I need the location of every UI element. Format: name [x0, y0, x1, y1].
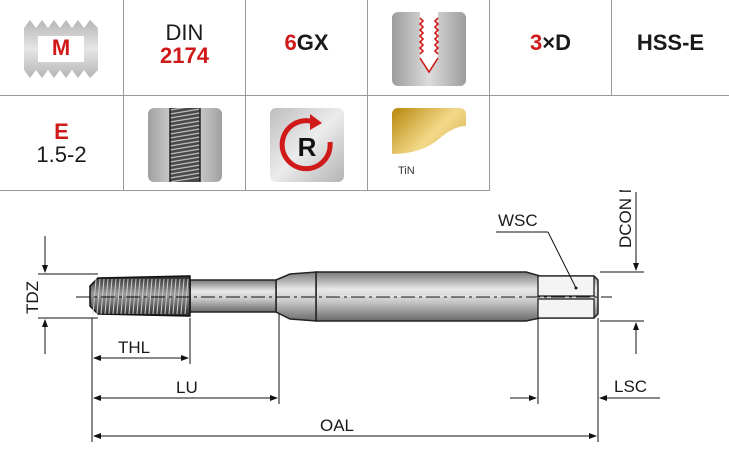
wsc-dimension: WSC	[496, 211, 578, 290]
hole-type-cell	[392, 12, 466, 86]
depth-unit: ×D	[542, 30, 571, 56]
tolerance-class: GX	[296, 30, 329, 56]
tolerance-number: 6	[284, 30, 297, 56]
rotation-letter: R	[298, 132, 317, 162]
dcon-label: DCON MS	[616, 190, 635, 248]
lsc-label: LSC	[614, 377, 647, 396]
oal-label: OAL	[320, 416, 354, 435]
dcon-dimension: DCON MS	[600, 190, 644, 354]
lu-dimension: LU	[93, 314, 280, 404]
grid-divider	[611, 0, 612, 95]
wsc-label: WSC	[498, 211, 538, 230]
thl-dimension: THL	[91, 318, 191, 442]
lu-label: LU	[176, 378, 198, 397]
lsc-dimension: LSC	[510, 318, 660, 404]
blind-hole-icon	[392, 12, 466, 86]
oal-dimension: OAL	[93, 318, 599, 442]
tdz-dimension: TDZ	[23, 236, 98, 354]
tin-coating-icon: TiN	[392, 108, 466, 182]
tap-drawing: TDZ THL LU OAL LSC WSC DCON MS	[23, 190, 660, 442]
standard-number: 2174	[160, 43, 209, 68]
depth-cell: 3×D	[490, 28, 611, 58]
thread-type-label: M	[51, 35, 71, 60]
standard-label: DIN	[165, 19, 204, 45]
material-label: HSS-E	[636, 30, 705, 56]
right-hand-rotation-icon: R	[270, 108, 344, 182]
chamfer-pitches: 1.5-2	[36, 142, 87, 167]
depth-factor: 3	[530, 30, 543, 56]
thread-type-cell: M	[24, 12, 98, 86]
thl-label: THL	[118, 338, 150, 357]
tdz-label: TDZ	[23, 281, 42, 314]
thread-form-icon	[148, 108, 222, 182]
chamfer-form: E	[54, 118, 69, 144]
coating-cell: TiN	[392, 108, 466, 182]
rotation-cell: R	[270, 108, 344, 182]
grid-divider	[0, 190, 490, 191]
material-cell: HSS-E	[612, 28, 729, 58]
chamfer-cell: E 1.5-2	[0, 110, 123, 176]
thread-form-cell	[148, 108, 222, 182]
grid-divider	[0, 95, 729, 96]
coating-label: TiN	[398, 165, 415, 177]
metric-thread-icon	[24, 12, 98, 86]
standard-cell: DIN 2174	[124, 14, 245, 74]
